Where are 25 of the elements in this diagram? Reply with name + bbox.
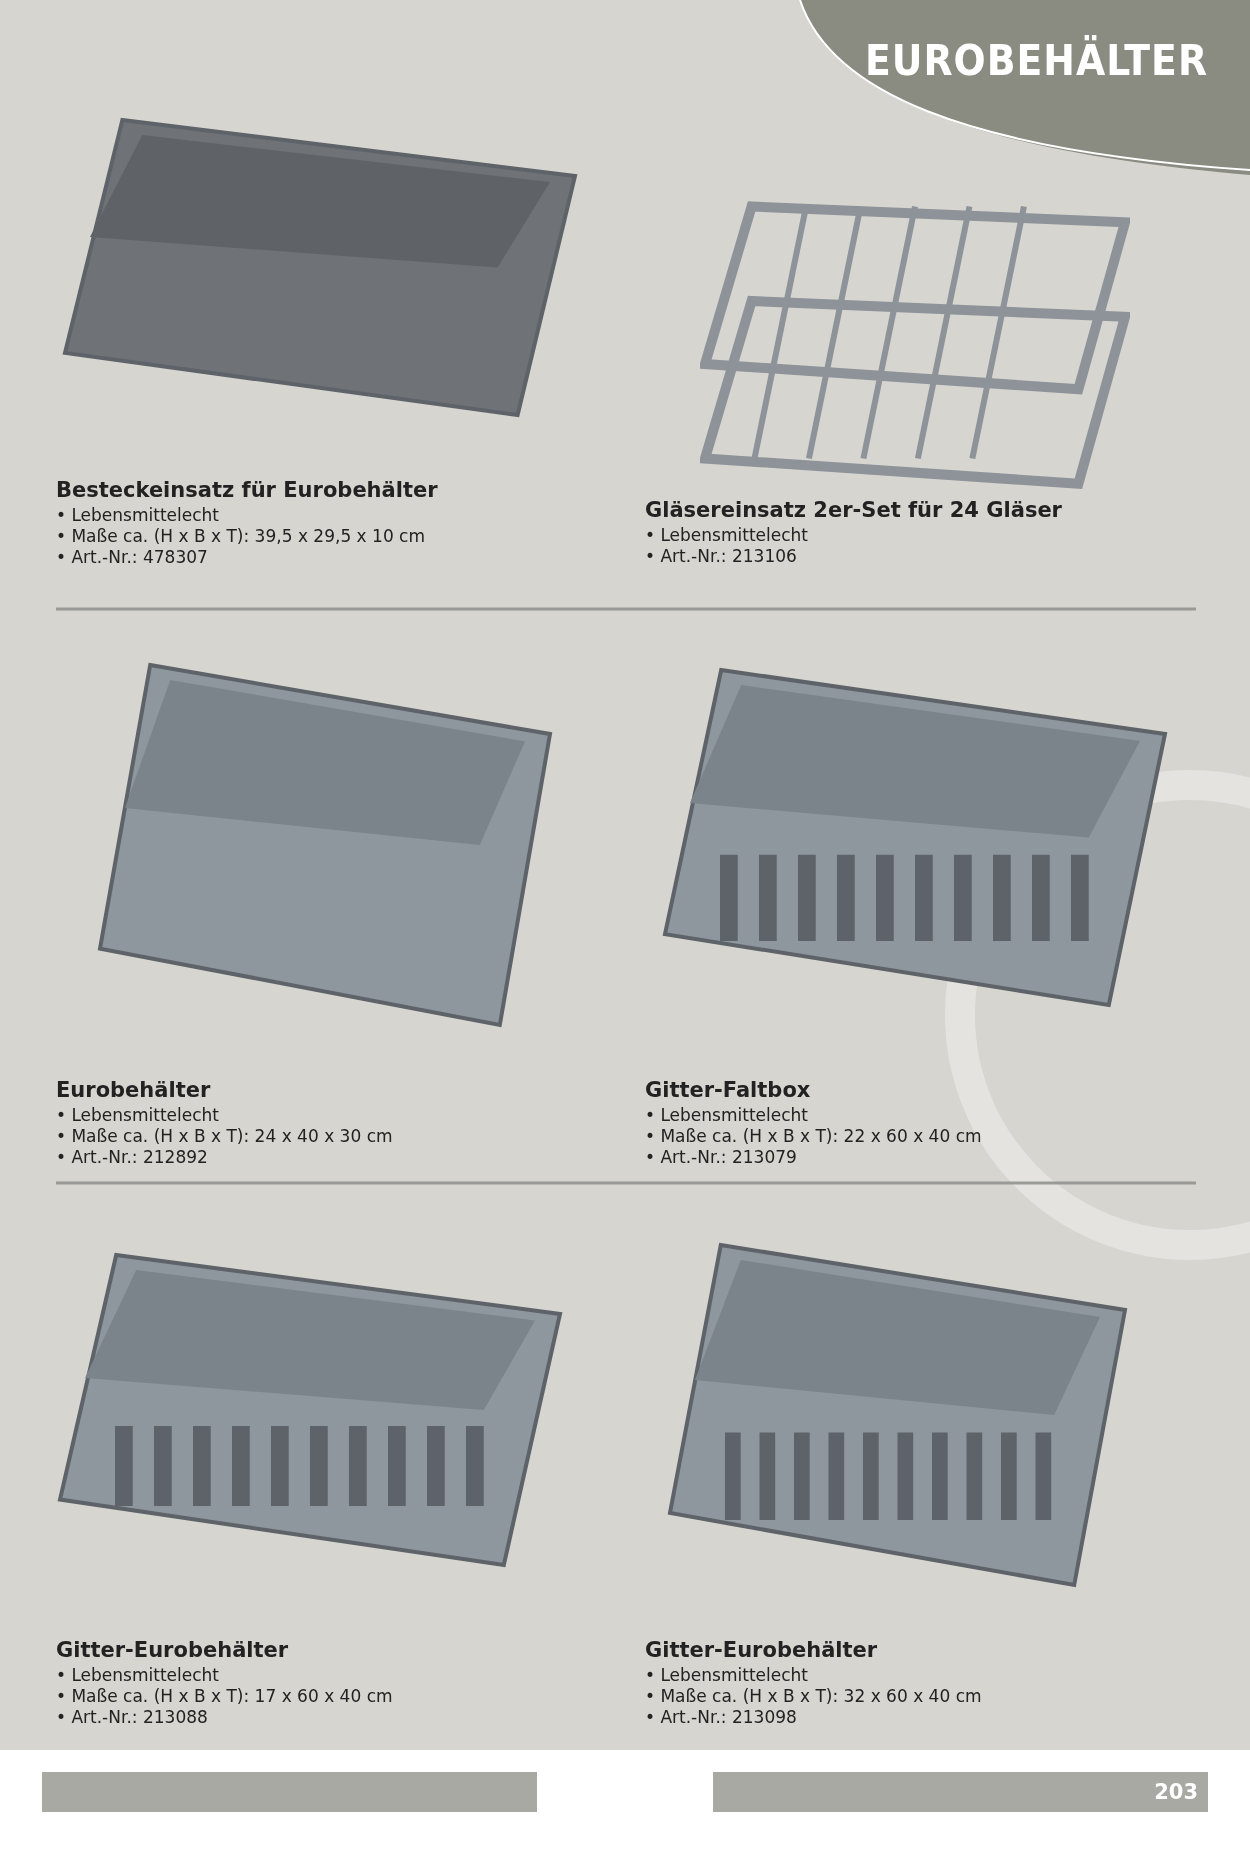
product-name: Besteckeinsatz für Eurobehälter — [56, 478, 439, 503]
product-detail: • Art.-Nr.: 213106 — [645, 546, 798, 567]
product-detail: • Maße ca. (H x B x T): 17 x 60 x 40 cm — [56, 1686, 394, 1707]
product-detail: • Lebensmittelecht — [645, 1665, 809, 1686]
product-detail: • Art.-Nr.: 213098 — [645, 1707, 798, 1728]
page-number: 203 — [1154, 1780, 1198, 1804]
product-detail: • Maße ca. (H x B x T): 24 x 40 x 30 cm — [56, 1126, 394, 1147]
product-name: Eurobehälter — [56, 1078, 212, 1103]
product-detail: • Art.-Nr.: 213088 — [56, 1707, 209, 1728]
product-detail: • Lebensmittelecht — [645, 525, 809, 546]
page-title: EUROBEHÄLTER — [864, 36, 1208, 85]
product-detail: • Art.-Nr.: 478307 — [56, 547, 209, 568]
product-detail: • Lebensmittelecht — [56, 1105, 220, 1126]
product-detail: • Maße ca. (H x B x T): 32 x 60 x 40 cm — [645, 1686, 983, 1707]
product-detail: • Maße ca. (H x B x T): 22 x 60 x 40 cm — [645, 1126, 983, 1147]
product-detail: • Art.-Nr.: 212892 — [56, 1147, 209, 1168]
product-name: Gitter-Eurobehälter — [56, 1638, 290, 1663]
product-detail: • Art.-Nr.: 213079 — [645, 1147, 798, 1168]
product-detail: • Lebensmittelecht — [56, 1665, 220, 1686]
product-name: Gitter-Faltbox — [645, 1078, 812, 1103]
product-detail: • Lebensmittelecht — [56, 505, 220, 526]
product-name: Gitter-Eurobehälter — [645, 1638, 879, 1663]
product-detail: • Maße ca. (H x B x T): 39,5 x 29,5 x 10 cm — [56, 526, 426, 547]
product-detail: • Lebensmittelecht — [645, 1105, 809, 1126]
product-name: Gläsereinsatz 2er-Set für 24 Gläser — [645, 498, 1063, 523]
